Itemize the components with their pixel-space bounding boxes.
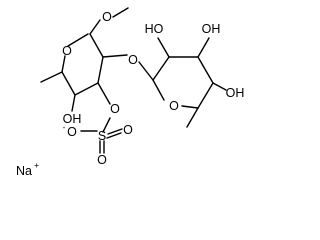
sulfur-label: S [98,129,106,143]
sulfate-negative-charge: - [63,122,66,132]
ester-s-bond [102,117,111,133]
ring2-oh-b-bond [197,37,210,58]
sulfate-oxygen-top-label: O [123,123,133,137]
ring1-bond-b [89,33,104,58]
sulfate-ester-oxygen-label: O [110,102,120,116]
ring2-oxygen-label: O [169,99,179,113]
molecule-structure: O O O O OH HO OH OH O S O O - O Na + [16,7,244,178]
s-otop-bond-1 [107,128,123,135]
ring2-methyl-bond [186,107,199,128]
ring2-bond-d [197,82,214,109]
ring2-hydroxyl-b-label: OH [202,22,221,36]
ring1-methyl-bond [40,71,63,83]
glycosidic-oxygen-label: O [128,53,138,67]
ring1-oh-bond [71,94,76,112]
ring1-bond-e [61,71,76,96]
sulfate-oxygen-anion-label: O [67,125,77,139]
ring1-bond-c [97,56,104,84]
methoxy-methyl-bond [112,7,129,18]
bonds [40,7,227,154]
ring2-oh-c-bond [212,82,227,91]
ring2-bond-e [181,105,199,109]
ring2-oh-a-bond [157,37,170,58]
ring2-bond-c [197,56,214,84]
ring1-sulfate-bond [97,82,111,105]
sulfate-oxygen-bottom-label: O [97,153,107,167]
glycosidic-bond-b [138,61,154,81]
sodium-positive-charge: + [34,160,39,170]
ring1-hydroxyl-label: OH [63,112,82,126]
ring2-hydroxyl-a-label: HO [145,22,164,36]
glycosidic-bond-a [102,54,128,58]
ring2-hydroxyl-c-label: OH [226,86,245,100]
ring1-oxygen-label: O [62,44,72,58]
ring2-bond-f [152,79,165,101]
s-otop-bond-2 [106,132,122,139]
methoxy-oxygen-label: O [102,10,112,24]
ring2-bond-a [152,56,170,81]
bond-o-c1 [89,19,101,35]
ring1-bond-d [74,82,99,96]
ring1-bond-a [67,33,89,47]
atom-labels: O O O O OH HO OH OH O S O O - O Na + [16,10,244,178]
sodium-label: Na [16,164,32,178]
ring1-bond-f [61,55,66,73]
